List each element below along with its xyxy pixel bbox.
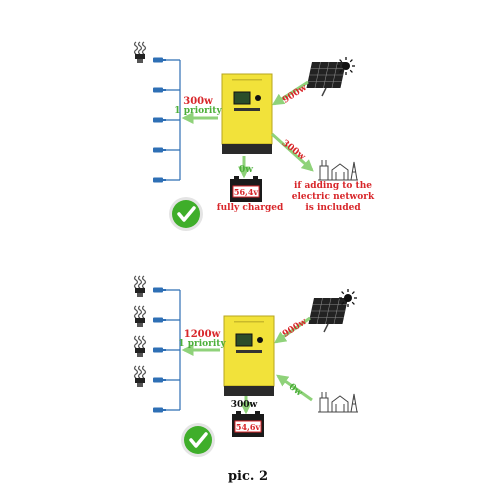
power-plant-icon [317, 391, 359, 413]
inverter-icon [221, 73, 273, 155]
flow-arrows [181, 316, 313, 415]
sun-icon [338, 288, 358, 308]
battery-icon [230, 176, 262, 202]
panel-2: 1200w 1 priority 900w 0w 300w 54,6v [133, 275, 359, 459]
power-plant-icon [317, 159, 359, 181]
grid-note-line-1: if adding to the [294, 181, 372, 191]
battery-status-label: fully charged [217, 203, 284, 213]
inverter-icon [223, 315, 275, 397]
solar-panel-icon [305, 61, 347, 97]
grid-note-line-3: is included [305, 203, 361, 213]
panel-1: 300w 1 priority 900w 300w 0w 56,4v fully… [133, 41, 375, 233]
solar-power-label: 900w [281, 317, 309, 340]
checkmark-icon [167, 195, 205, 233]
battery-voltage-label: 56,4v [234, 187, 258, 197]
plug-icon [153, 57, 166, 183]
battery-icon [232, 411, 264, 437]
grid-power-label: 300w [280, 138, 307, 162]
solar-power-label: 900w [281, 83, 309, 106]
cfl-bulb-icon [133, 275, 147, 388]
flow-arrows [181, 80, 314, 179]
load-priority-label: 1 priority [178, 339, 226, 349]
cfl-bulb-icon [133, 41, 147, 64]
plug-icon [153, 287, 166, 413]
battery-power-label: 0w [239, 165, 253, 175]
battery-voltage-label: 54,6v [236, 422, 260, 432]
grid-note-line-2: electric network [292, 192, 375, 202]
battery-power-label: 300w [231, 400, 258, 410]
load-power-label: 1200w [184, 329, 221, 340]
checkmark-icon [179, 421, 217, 459]
load-power-label: 300w [183, 96, 213, 107]
sun-icon [336, 56, 356, 76]
load-priority-label: 1 priority [174, 106, 222, 116]
caption: pic. 2 [228, 469, 268, 484]
